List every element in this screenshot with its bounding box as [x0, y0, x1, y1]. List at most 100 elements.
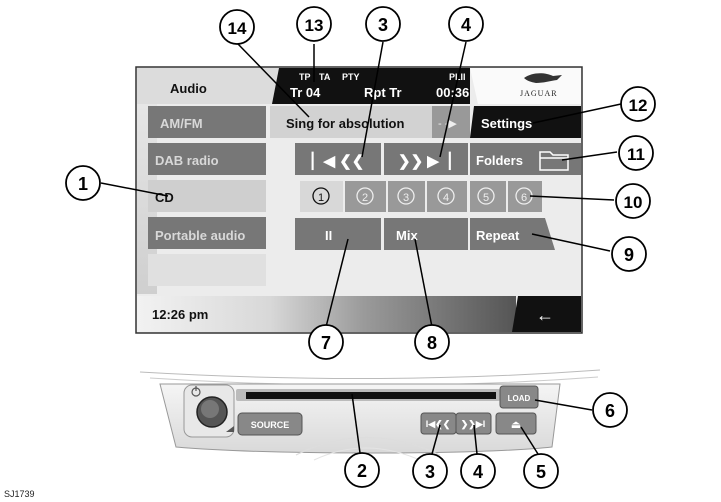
screen-empty-row [148, 254, 266, 286]
callout-2-label: 2 [357, 461, 367, 481]
panel-eject-button[interactable] [495, 412, 537, 435]
callout-5: 5 [523, 453, 559, 489]
callout-11: 11 [618, 135, 654, 171]
panel-next-icon: ❯❯▶I [461, 419, 486, 430]
callout-10: 10 [615, 183, 651, 219]
top-bar-left [137, 68, 279, 104]
leader-lines [100, 41, 622, 455]
callout-3-top-label: 3 [378, 15, 388, 35]
preset-5-button[interactable] [470, 181, 506, 212]
source-portable-label: Portable audio [155, 228, 245, 243]
preset-buttons: 1 2 3 4 5 6 [300, 181, 542, 212]
settings-label: Settings [481, 116, 532, 131]
back-button[interactable] [512, 296, 581, 332]
next-track-icon: ❯❯ ▶▕ [398, 151, 451, 171]
callout-7-label: 7 [321, 333, 331, 353]
callout-6: 6 [592, 392, 628, 428]
source-dab-label: DAB radio [155, 153, 219, 168]
source-dab-button[interactable] [148, 143, 266, 175]
clock: 12:26 pm [152, 307, 208, 322]
callout-3-top: 3 [365, 6, 401, 42]
preset-1-button[interactable] [300, 181, 343, 212]
preset-3-label: 3 [403, 192, 409, 204]
jaguar-logo: JAGUAR [520, 73, 562, 98]
callouts: 1 2 3 3 4 4 5 6 [65, 6, 656, 489]
preset-4-label: 4 [443, 192, 449, 204]
panel-source-button[interactable] [237, 412, 303, 436]
next-track-button[interactable] [384, 143, 468, 175]
callout-14-label: 14 [228, 19, 247, 38]
mix-label: Mix [396, 228, 418, 243]
elapsed-time: 00:36 [436, 85, 469, 100]
track-number: Tr 04 [290, 85, 321, 100]
callout-4-top-label: 4 [461, 15, 471, 35]
preset-4-button[interactable] [427, 181, 467, 212]
previous-track-icon: ▏◀ ❮❮ [311, 151, 364, 171]
source-amfm-label: AM/FM [160, 116, 203, 131]
folders-label: Folders [476, 153, 523, 168]
callout-1-label: 1 [78, 174, 88, 194]
previous-track-button[interactable] [295, 143, 381, 175]
pause-icon: II [325, 228, 332, 243]
callout-12-label: 12 [629, 96, 648, 115]
callout-13: 13 [296, 6, 332, 42]
status-pl2: PLII [449, 72, 466, 82]
callout-4-bottom-label: 4 [473, 462, 483, 482]
repeat-mode-indicator: Rpt Tr [364, 85, 402, 100]
preset-5-label: 5 [483, 192, 489, 204]
callout-13-label: 13 [305, 16, 324, 35]
status-tp: TP [299, 72, 311, 82]
source-cd-label: CD [155, 190, 174, 205]
cd-slot [246, 392, 496, 399]
callout-3-bottom-label: 3 [425, 462, 435, 482]
callout-7: 7 [308, 324, 344, 360]
screen-title: Audio [170, 81, 207, 96]
panel-load-button[interactable] [499, 385, 539, 409]
head-unit-console: SOURCE I◀❮❮ ❯❯▶I LOAD ⏏ [139, 369, 601, 461]
folder-icon [539, 151, 569, 171]
preset-1-label: 1 [318, 192, 324, 204]
callout-14: 14 [219, 9, 255, 45]
callout-1: 1 [65, 165, 101, 201]
settings-button[interactable] [470, 106, 581, 138]
mix-button[interactable] [384, 218, 468, 250]
callout-12: 12 [620, 86, 656, 122]
preset-3-button[interactable] [388, 181, 425, 212]
preset-2-label: 2 [362, 192, 368, 204]
callout-8-label: 8 [427, 333, 437, 353]
status-pty: PTY [342, 72, 360, 82]
preset-6-label: 6 [521, 192, 527, 204]
now-playing-title: Sing for absolution [286, 116, 404, 131]
repeat-button[interactable] [470, 218, 555, 250]
callout-6-label: 6 [605, 401, 615, 421]
image-reference-code: SJ1739 [4, 489, 35, 499]
panel-next-button[interactable] [455, 412, 492, 435]
panel-load-label: LOAD [508, 394, 531, 403]
callout-4-bottom: 4 [460, 453, 496, 489]
callout-5-label: 5 [536, 462, 546, 482]
callout-8: 8 [414, 324, 450, 360]
brand-wordmark: JAGUAR [520, 89, 558, 98]
preset-1-icon [312, 187, 330, 205]
panel-source-label: SOURCE [251, 420, 290, 430]
callout-10-label: 10 [624, 193, 643, 212]
preset-2-icon [356, 187, 374, 205]
callout-9-label: 9 [624, 245, 634, 265]
top-bar-status [272, 68, 470, 104]
callout-2-bottom: 2 [344, 452, 380, 488]
back-arrow-icon: ← [536, 305, 554, 325]
preset-5-icon [477, 187, 495, 205]
source-portable-button[interactable] [148, 217, 266, 249]
callout-4-top: 4 [448, 6, 484, 42]
preset-3-icon [397, 187, 415, 205]
source-amfm-button[interactable] [148, 106, 266, 138]
preset-4-icon [437, 187, 455, 205]
repeat-label: Repeat [476, 228, 520, 243]
callout-9: 9 [611, 236, 647, 272]
pause-button[interactable] [295, 218, 381, 250]
top-bar-logo-area [470, 68, 581, 104]
panel-prev-icon: I◀❮❮ [426, 419, 451, 430]
callout-11-label: 11 [627, 145, 645, 164]
preset-2-button[interactable] [345, 181, 386, 212]
